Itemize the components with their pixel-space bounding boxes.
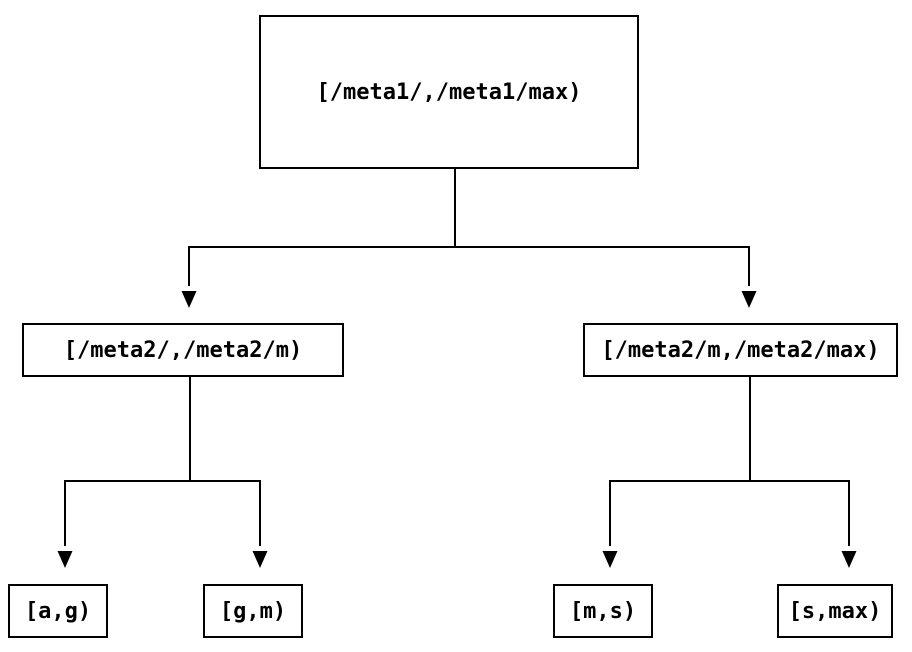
node-label: [s,max) [788, 598, 882, 624]
node-leaf-m-s: [m,s) [553, 584, 653, 638]
node-label: [/meta1/,/meta1/max) [316, 79, 582, 105]
arrowhead-down-icon [602, 551, 618, 568]
node-meta2-right-range: [/meta2/m,/meta2/max) [583, 323, 898, 377]
arrowhead-down-icon [741, 291, 757, 308]
arrowhead-down-icon [181, 291, 197, 308]
arrowhead-down-icon [841, 551, 857, 568]
node-label: [/meta2/,/meta2/m) [63, 337, 303, 363]
node-leaf-s-max: [s,max) [777, 584, 893, 638]
node-leaf-g-m: [g,m) [203, 584, 303, 638]
node-meta2-left-range: [/meta2/,/meta2/m) [22, 323, 344, 377]
node-label: [/meta2/m,/meta2/max) [601, 337, 880, 363]
arrowhead-down-icon [252, 551, 268, 568]
node-label: [g,m) [219, 598, 287, 624]
arrowhead-down-icon [57, 551, 73, 568]
node-root-range: [/meta1/,/meta1/max) [259, 15, 639, 169]
node-label: [m,s) [569, 598, 637, 624]
node-label: [a,g) [24, 598, 92, 624]
node-leaf-a-g: [a,g) [8, 584, 108, 638]
